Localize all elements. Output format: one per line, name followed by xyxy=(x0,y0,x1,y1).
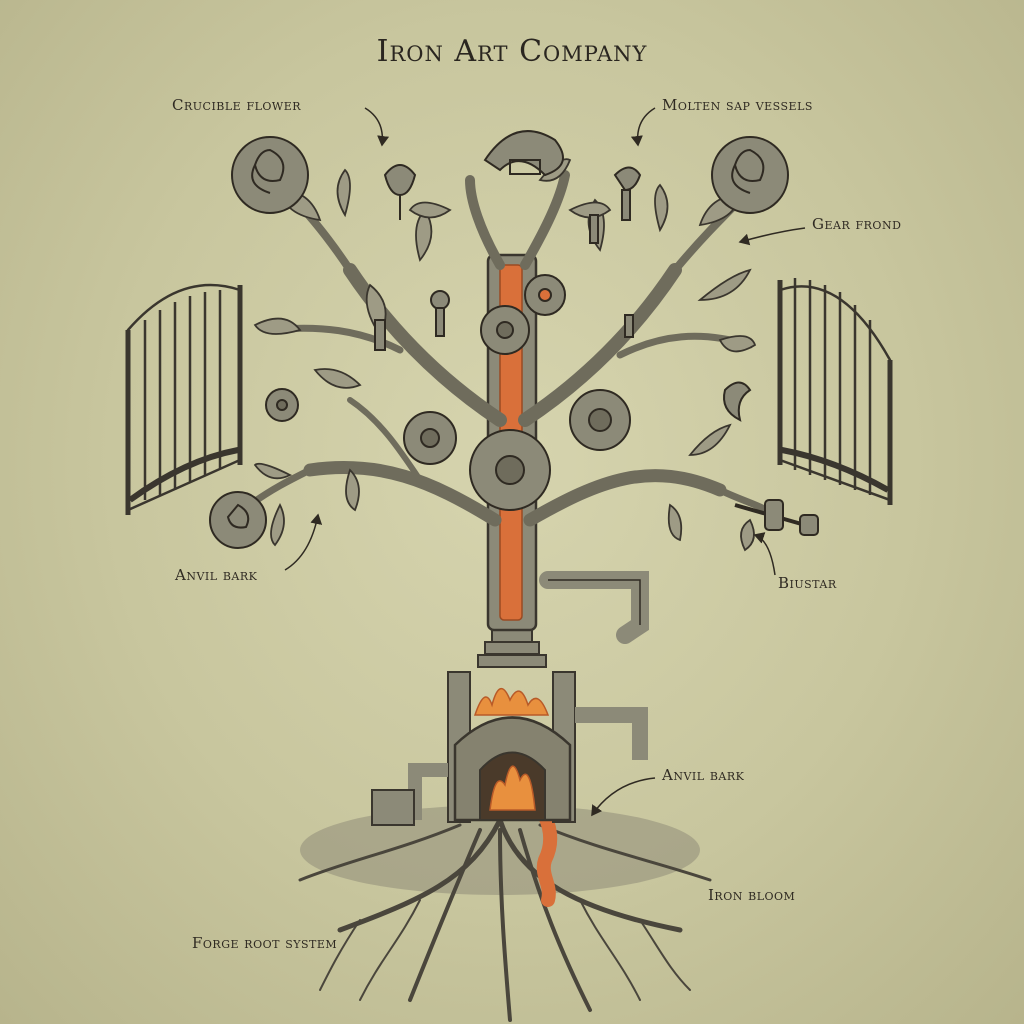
gears xyxy=(265,274,631,511)
label-anvil-bark-left: Anvil bark xyxy=(175,566,258,584)
label-gear-frond: Gear frond xyxy=(812,215,902,233)
forge-furnace xyxy=(371,671,648,826)
label-forge-root-system: Forge root system xyxy=(192,934,338,952)
label-leader-lines xyxy=(284,107,806,817)
rose-flowers xyxy=(209,136,789,549)
bolts-and-screws xyxy=(374,130,819,644)
label-crucible-flower: Crucible flower xyxy=(172,96,302,114)
tree-branches xyxy=(246,170,779,527)
label-molten-sap-vessels: Molten sap vessels xyxy=(662,96,813,114)
label-iron-bloom: Iron bloom xyxy=(708,886,796,904)
gate-right xyxy=(777,278,893,505)
tree-leaves xyxy=(253,158,757,552)
label-anvil-bark-right: Anvil bark xyxy=(662,766,745,784)
diagram-title: Iron Art Company xyxy=(376,34,648,69)
root-system xyxy=(298,805,712,1022)
trunk-base xyxy=(477,629,547,668)
gate-left xyxy=(125,283,243,515)
label-biustar: Biustar xyxy=(778,574,837,592)
